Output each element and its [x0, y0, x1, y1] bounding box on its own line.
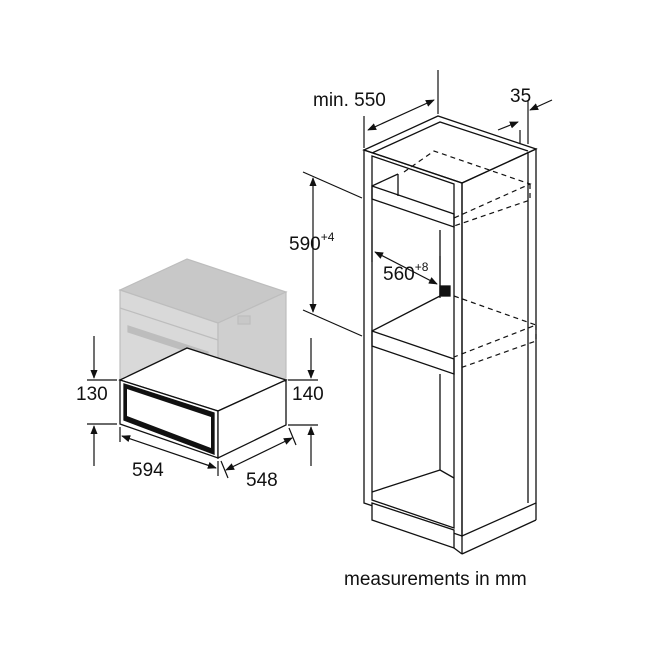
label-niche-height: 590+4 — [289, 230, 335, 255]
cabinet-top — [362, 115, 538, 184]
label-side-gap: 35 — [510, 86, 531, 107]
dim-niche-width — [371, 230, 441, 298]
oven-panel-line — [119, 307, 219, 341]
label-drawer-height-front: 130 — [76, 384, 108, 405]
label-drawer-height-back: 140 — [292, 384, 324, 405]
appliance-group: 130 140 594 548 — [76, 258, 324, 491]
dim-cabinet-depth — [363, 70, 439, 148]
label-drawer-width: 594 — [132, 460, 164, 481]
oven-bracket — [237, 315, 251, 325]
upper-shelf — [371, 185, 455, 228]
dim-side-gap — [497, 99, 553, 144]
cabinet-side — [461, 147, 537, 538]
cabinet-front-inner — [371, 155, 455, 529]
dim-drawer-width — [119, 427, 219, 476]
niche-floor — [371, 330, 455, 375]
drawer-front-inner — [127, 389, 211, 448]
dim-drawer-height-back — [288, 338, 318, 466]
plinth — [371, 502, 455, 549]
caption: measurements in mm — [344, 569, 527, 590]
label-cabinet-depth: min. 550 — [313, 90, 386, 111]
dim-niche-height — [302, 171, 363, 337]
dim-drawer-height-front — [87, 336, 117, 466]
niche-dashed — [403, 150, 538, 369]
label-drawer-depth: 548 — [246, 470, 278, 491]
label-niche-width: 560+8 — [383, 260, 429, 285]
cabinet-top-inner — [371, 121, 529, 154]
niche-notch — [439, 285, 451, 297]
dim-drawer-depth — [220, 427, 297, 479]
tall-cabinet — [362, 115, 538, 555]
